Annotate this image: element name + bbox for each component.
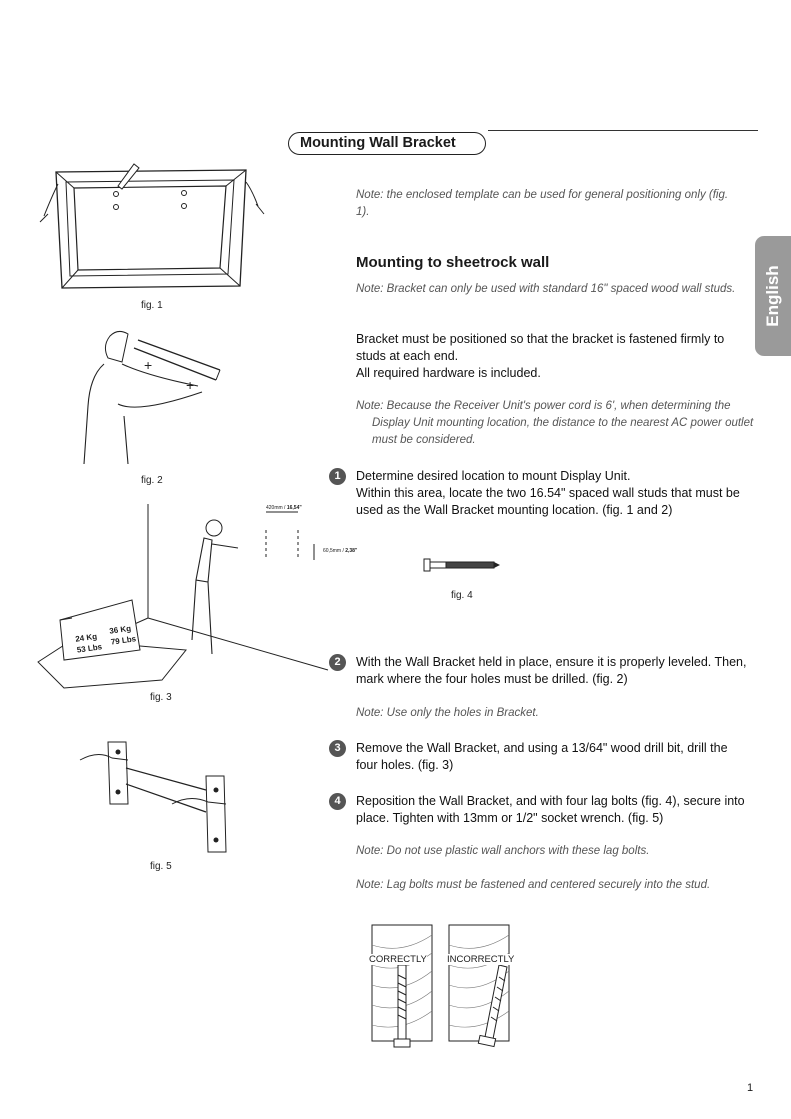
fig2-illustration: + + bbox=[83, 330, 221, 465]
step-2-note: Note: Use only the holes in Bracket. bbox=[356, 707, 539, 719]
step-4-note-centered: Note: Lag bolts must be fastened and cen… bbox=[356, 879, 711, 891]
step-4-note-anchors: Note: Do not use plastic wall anchors wi… bbox=[356, 845, 650, 857]
step-line: Within this area, locate the two 16.54" … bbox=[356, 486, 740, 517]
fig5-illustration bbox=[79, 741, 227, 853]
language-tab-label: English bbox=[763, 265, 782, 327]
fig2-caption: fig. 2 bbox=[141, 475, 163, 486]
fig3-dimension-width-mm: 420mm / bbox=[266, 505, 287, 511]
fig3-dimension-height-mm: 60,5mm / bbox=[323, 548, 346, 554]
section-heading: Mounting to sheetrock wall bbox=[356, 254, 550, 271]
step-3-number: 3 bbox=[329, 740, 346, 757]
fig3-weight-label-left: 24 Kg 53 Lbs bbox=[75, 630, 103, 655]
stud-label-incorrect: INCORRECTLY bbox=[447, 954, 515, 965]
stud-label-correct: CORRECTLY bbox=[369, 954, 427, 965]
power-cord-note: Note: Because the Receiver Unit's power … bbox=[356, 400, 754, 446]
section-body: Bracket must be positioned so that the b… bbox=[356, 331, 748, 382]
stud-diagram-incorrect bbox=[448, 924, 510, 1048]
fig5-caption: fig. 5 bbox=[150, 861, 172, 872]
body-line: All required hardware is included. bbox=[356, 366, 541, 380]
svg-text:+: + bbox=[186, 377, 194, 393]
body-line: Bracket must be positioned so that the b… bbox=[356, 332, 725, 363]
step-4-text: Reposition the Wall Bracket, and with fo… bbox=[356, 793, 748, 827]
fig1-illustration bbox=[39, 163, 265, 289]
page-number: 1 bbox=[747, 1082, 754, 1094]
section-note: Note: Bracket can only be used with stan… bbox=[356, 283, 736, 295]
fig1-caption: fig. 1 bbox=[141, 300, 163, 311]
fig3-dimension-height: 60,5mm / 2,38" bbox=[323, 548, 357, 554]
fig4-illustration bbox=[423, 558, 500, 572]
step-1-text: Determine desired location to mount Disp… bbox=[356, 468, 748, 519]
fig3-caption: fig. 3 bbox=[150, 692, 172, 703]
stud-diagram-correct bbox=[371, 924, 433, 1048]
intro-note: Note: the enclosed template can be used … bbox=[356, 189, 729, 218]
svg-text:+: + bbox=[144, 357, 152, 373]
fig4-caption: fig. 4 bbox=[451, 590, 473, 601]
fig3-dimension-height-in: 2,38" bbox=[345, 548, 358, 554]
step-line: Remove the Wall Bracket, and using a 13/… bbox=[356, 741, 728, 772]
fig3-dimension-width: 420mm / 16,54" bbox=[266, 505, 302, 511]
step-3-text: Remove the Wall Bracket, and using a 13/… bbox=[356, 740, 748, 774]
step-4-number: 4 bbox=[329, 793, 346, 810]
step-line: Reposition the Wall Bracket, and with fo… bbox=[356, 794, 745, 825]
fig3-illustration bbox=[37, 504, 329, 689]
step-line: Determine desired location to mount Disp… bbox=[356, 469, 631, 483]
step-2-text: With the Wall Bracket held in place, ens… bbox=[356, 654, 748, 688]
header-rule bbox=[488, 130, 758, 131]
fig3-dimension-width-in: 16,54" bbox=[286, 505, 302, 511]
step-1-number: 1 bbox=[329, 468, 346, 485]
step-2-number: 2 bbox=[329, 654, 346, 671]
language-tab: English bbox=[755, 236, 791, 356]
step-line: With the Wall Bracket held in place, ens… bbox=[356, 655, 747, 686]
fig3-weight-label-right: 36 Kg 79 Lbs bbox=[109, 622, 137, 647]
page-title: Mounting Wall Bracket bbox=[288, 132, 486, 155]
